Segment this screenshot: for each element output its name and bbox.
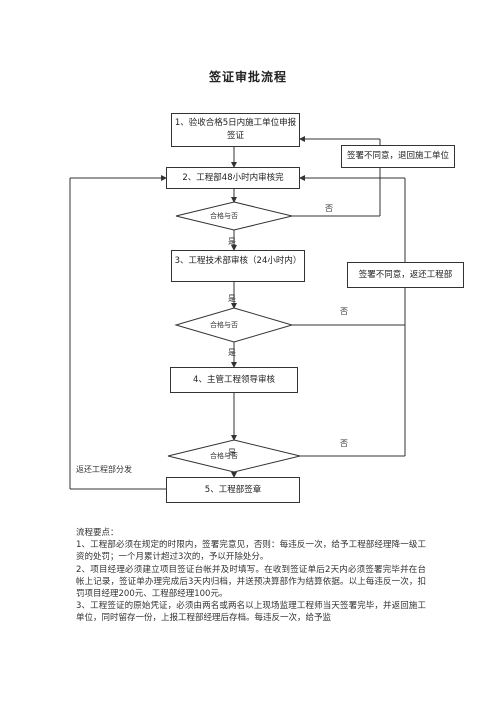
notes-heading: 流程要点： bbox=[76, 528, 119, 538]
reject-to-engineering-label: 签署不同意，返还工程部 bbox=[358, 270, 453, 280]
step-3-box: 3、工程技术部审核（24小时内） bbox=[171, 250, 305, 282]
reject-to-contractor-label: 签署不同意，退回施工单位 bbox=[346, 151, 449, 161]
step-2-label: 2、工程部48小时内审核完 bbox=[182, 173, 284, 183]
decision-3-label: 合格与否 bbox=[210, 452, 238, 460]
no-label-1: 否 bbox=[325, 204, 333, 213]
decision-diamond-3 bbox=[167, 439, 301, 473]
no-label-2: 否 bbox=[340, 307, 348, 316]
step-3-label: 3、工程技术部审核（24小时内） bbox=[174, 256, 302, 266]
decision-2-label: 合格与否 bbox=[210, 321, 238, 329]
step-2-box: 2、工程部48小时内审核完 bbox=[166, 167, 300, 189]
step-5-label: 5、工程部签章 bbox=[204, 485, 262, 495]
yes-label-3: 是 bbox=[228, 348, 236, 357]
page-title: 签证审批流程 bbox=[208, 70, 287, 84]
step-4-box: 4、主管工程领导审核 bbox=[170, 367, 298, 393]
note-item-2: 2、项目经理必须建立项目签证台帐并及时填写。在收到签证单后2天内必须签署完毕并在… bbox=[76, 564, 426, 600]
reject-to-engineering-box: 签署不同意，返还工程部 bbox=[347, 262, 464, 288]
step-1-box: 1、验收合格5日内施工单位申报签证 bbox=[171, 113, 300, 147]
note-item-1: 1、工程部必须在规定的时限内，签署完意见，否则：每违反一次，给予工程部经理降一级… bbox=[76, 540, 426, 563]
yes-label-4: 是 bbox=[228, 448, 236, 457]
step-4-label: 4、主管工程领导审核 bbox=[193, 375, 275, 385]
step-1-label: 1、验收合格5日内施工单位申报签证 bbox=[174, 118, 297, 141]
decision-diamond-1 bbox=[175, 201, 293, 231]
reject-to-contractor-box: 签署不同意，退回施工单位 bbox=[341, 145, 455, 168]
decision-diamond-2 bbox=[174, 307, 294, 343]
return-dispatch-label: 返还工程部分发 bbox=[76, 465, 132, 474]
no-label-3: 否 bbox=[340, 439, 348, 448]
decision-1-label: 合格与否 bbox=[210, 212, 238, 220]
process-notes: 流程要点： 1、工程部必须在规定的时限内，签署完意见，否则：每违反一次，给予工程… bbox=[76, 527, 426, 625]
yes-label-2: 是 bbox=[228, 294, 236, 303]
yes-label-1: 是 bbox=[228, 237, 236, 246]
step-5-box: 5、工程部签章 bbox=[166, 477, 300, 503]
note-item-3: 3、工程签证的原始凭证，必须由两名或两名以上现场监理工程师当天签署完毕，并返回施… bbox=[76, 601, 426, 624]
